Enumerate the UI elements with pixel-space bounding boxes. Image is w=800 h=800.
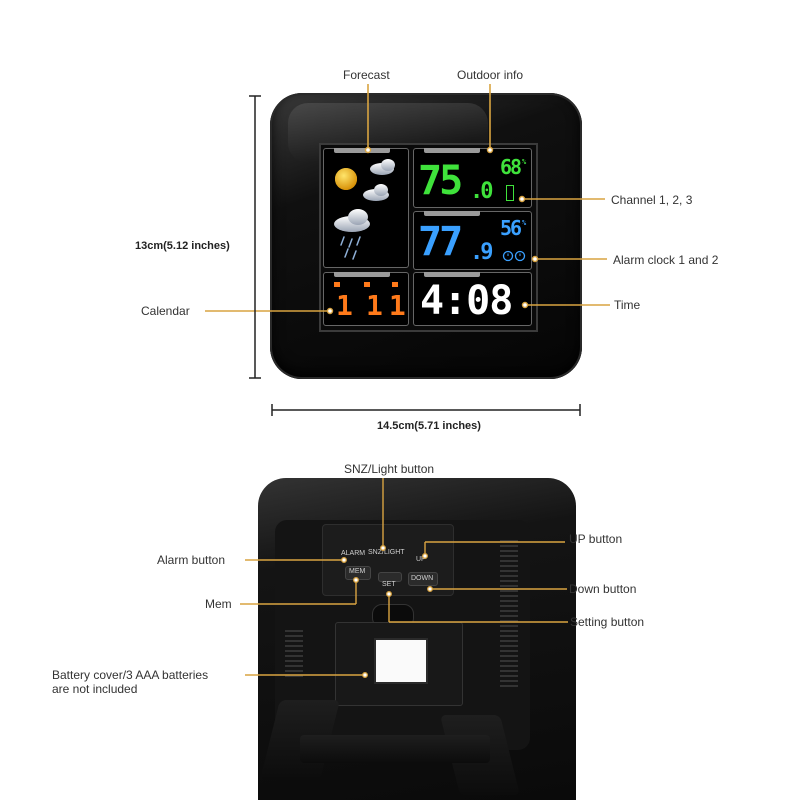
outdoor-panel: 75 .0 68 % bbox=[413, 148, 532, 208]
time-label: Time bbox=[614, 298, 641, 312]
setting-button-label: Setting button bbox=[570, 615, 645, 629]
down-button[interactable] bbox=[408, 572, 438, 586]
calendar-label: Calendar bbox=[141, 304, 190, 318]
down-button-label: Down button bbox=[569, 582, 637, 596]
vent-grille-left bbox=[285, 630, 303, 680]
indoor-temperature-decimal: .9 bbox=[470, 240, 493, 265]
calendar-weekday-marks bbox=[334, 282, 400, 288]
down-button-text: DOWN bbox=[411, 575, 434, 582]
snz-light-button-text: SNZ/LIGHT bbox=[368, 549, 405, 556]
calendar-day: 11 bbox=[366, 289, 412, 322]
alarm-button-text: ALARM bbox=[341, 550, 366, 557]
indoor-temperature: 77 bbox=[418, 219, 463, 265]
mem-button-text: MEM bbox=[349, 568, 366, 575]
set-button[interactable] bbox=[378, 572, 402, 582]
alarm-clock-icon bbox=[502, 250, 526, 262]
battery-label-line1: Battery cover/3 AAA batteries bbox=[52, 668, 209, 682]
height-dimension: 13cm(5.12 inches) bbox=[135, 240, 230, 252]
set-button-text: SET bbox=[382, 581, 396, 588]
forecast-label: Forecast bbox=[343, 68, 390, 82]
width-dimension: 14.5cm(5.71 inches) bbox=[377, 420, 481, 432]
alarm-button-label: Alarm button bbox=[157, 553, 226, 567]
snz-light-label: SNZ/Light button bbox=[344, 462, 435, 476]
battery-window bbox=[374, 638, 428, 684]
weather-forecast-icon bbox=[334, 159, 395, 260]
time-display: 4:08 bbox=[420, 278, 513, 324]
time-panel: 4:08 bbox=[413, 272, 532, 326]
alarm-clock-label: Alarm clock 1 and 2 bbox=[613, 253, 719, 267]
calendar-panel: 1 11 bbox=[323, 272, 409, 326]
up-button-text: UP bbox=[416, 556, 426, 563]
battery-label-line2: are not included bbox=[52, 682, 138, 696]
channel-indicator-icon bbox=[506, 185, 514, 201]
outdoor-info-label: Outdoor info bbox=[457, 68, 524, 82]
outdoor-temperature: 75 bbox=[418, 158, 463, 204]
indoor-humidity-unit: % bbox=[522, 219, 527, 227]
channel-label: Channel 1, 2, 3 bbox=[611, 193, 693, 207]
vent-grille-right bbox=[500, 540, 518, 690]
calendar-month: 1 bbox=[336, 289, 353, 322]
outdoor-humidity: 68 bbox=[500, 155, 522, 179]
mem-label: Mem bbox=[205, 597, 232, 611]
indoor-panel: 77 .9 56 % bbox=[413, 211, 532, 270]
indoor-humidity: 56 bbox=[500, 216, 522, 240]
outdoor-humidity-unit: % bbox=[522, 158, 527, 166]
outdoor-temperature-decimal: .0 bbox=[470, 179, 493, 204]
stand-crossbar bbox=[300, 735, 490, 763]
up-button-label: UP button bbox=[569, 532, 623, 546]
